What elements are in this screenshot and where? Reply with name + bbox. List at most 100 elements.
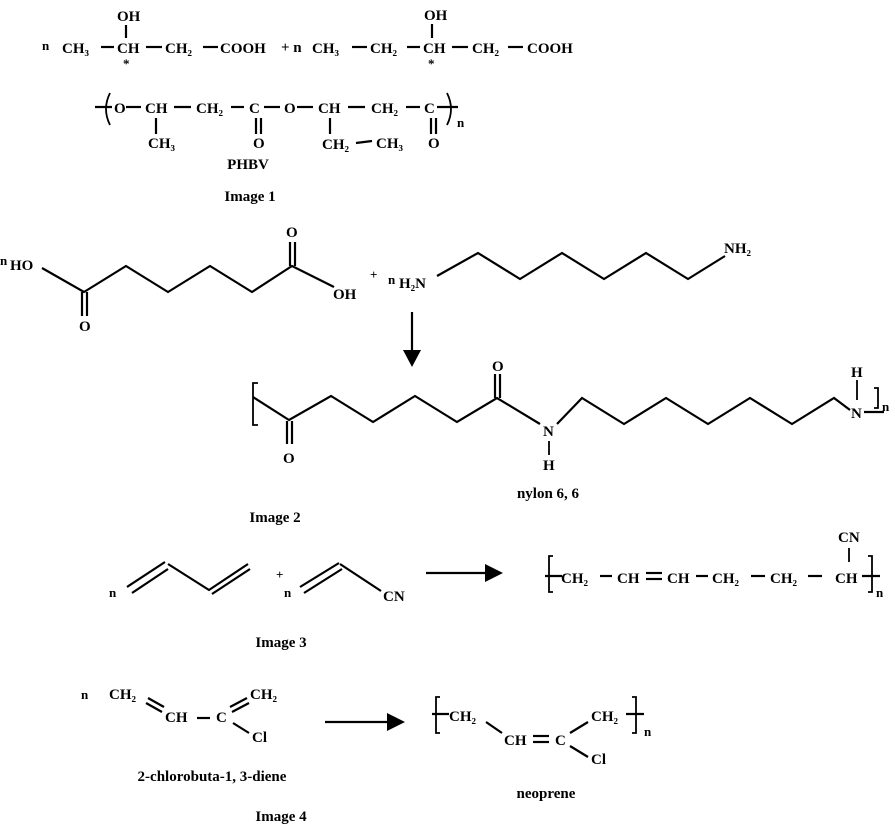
product-name-neoprene: neoprene <box>517 786 576 802</box>
atom-h2n: H₂N <box>399 276 426 292</box>
left-bracket <box>435 696 440 734</box>
image3-butadiene: n <box>109 561 251 600</box>
carbon-chain <box>436 251 726 281</box>
atom-c: C <box>249 101 260 117</box>
repeat-n: n <box>876 585 884 600</box>
image4-chloroprene: n CH₂ CH C CH₂ Cl <box>81 687 278 746</box>
atom-ch: CH <box>145 101 168 117</box>
plus-sign: + <box>276 567 283 582</box>
chiral-star: * <box>428 56 435 71</box>
atom-ch: CH <box>423 41 446 57</box>
atom-oh: OH <box>424 8 448 24</box>
atom-ch: CH <box>835 571 858 587</box>
coefficient-n: n <box>42 38 50 53</box>
arrow-head <box>403 350 421 367</box>
atom-ch3: CH₃ <box>148 136 176 152</box>
plus-sign: + <box>370 267 377 282</box>
carbon-chain <box>167 563 249 592</box>
bond <box>232 722 250 734</box>
double-bond <box>303 568 343 594</box>
atom-ch2: CH₂ <box>322 137 350 153</box>
reaction-arrow-right <box>325 713 405 731</box>
product-name-phbv: PHBV <box>227 157 269 173</box>
atom-cl: Cl <box>591 752 606 768</box>
atom-n: N <box>851 406 862 422</box>
coefficient-n: n <box>284 585 292 600</box>
left-bracket <box>548 555 553 593</box>
double-bond <box>231 702 250 713</box>
double-bond <box>211 568 251 595</box>
repeat-n: n <box>644 724 652 739</box>
coefficient-n: n <box>109 585 117 600</box>
caption-image-3: Image 3 <box>255 635 306 651</box>
atom-nh2: NH₂ <box>724 241 752 257</box>
coefficient-n: n <box>81 687 89 702</box>
arrow-head <box>387 713 405 731</box>
atom-c: C <box>555 733 566 749</box>
double-bond <box>126 561 166 588</box>
atom-ch2: CH₂ <box>370 41 398 57</box>
atom-cl: Cl <box>252 730 267 746</box>
bond <box>339 563 382 592</box>
carbon-chain <box>252 394 541 425</box>
atom-ch: CH <box>617 571 640 587</box>
atom-o: O <box>114 101 126 117</box>
atom-ch2: CH₂ <box>561 571 589 587</box>
repeat-n: n <box>457 115 465 130</box>
atom-ch2: CH₂ <box>165 41 193 57</box>
atom-o: O <box>253 136 265 152</box>
product-name-nylon: nylon 6, 6 <box>517 486 580 502</box>
double-bond <box>229 697 248 708</box>
atom-cn: CN <box>383 589 405 605</box>
atom-ch2: CH₂ <box>196 101 224 117</box>
caption-image-2: Image 2 <box>249 510 300 526</box>
atom-cn: CN <box>838 530 860 546</box>
coefficient-n: n <box>0 253 8 268</box>
carbon-chain <box>556 396 851 426</box>
image2-adipic-acid: n HO O O OH <box>0 225 357 335</box>
right-parenthesis <box>446 92 452 126</box>
atom-ch2: CH₂ <box>472 41 500 57</box>
reaction-arrow-right <box>426 564 503 582</box>
atom-ch3: CH₃ <box>376 136 404 152</box>
atom-ch: CH <box>165 710 188 726</box>
double-bond <box>131 568 169 594</box>
left-bracket <box>252 382 258 426</box>
atom-ch: CH <box>504 733 527 749</box>
caption-image-1: Image 1 <box>224 189 275 205</box>
repeat-n: n <box>882 399 890 414</box>
atom-o: O <box>286 225 298 241</box>
atom-ch2: CH₂ <box>449 709 477 725</box>
atom-ho: HO <box>10 258 33 274</box>
image1-reactant-hydroxypentanoic-acid: CH₃ CH₂ CH OH * CH₂ COOH <box>312 8 573 71</box>
atom-o: O <box>79 319 91 335</box>
atom-h: H <box>851 365 863 381</box>
image2-product-nylon66: O O N H N H n <box>252 359 890 474</box>
atom-o: O <box>284 101 296 117</box>
carbon-chain <box>41 264 335 294</box>
atom-oh: OH <box>117 9 141 25</box>
image1-product-phbv: O CH CH₃ CH₂ C O O CH CH₂ CH₃ CH₂ C O n <box>95 92 465 153</box>
atom-o: O <box>428 136 440 152</box>
image2-hexamethylenediamine: n H₂N NH₂ <box>388 241 752 292</box>
caption-image-4: Image 4 <box>255 809 307 825</box>
atom-ch2: CH₂ <box>371 101 399 117</box>
atom-ch: CH <box>667 571 690 587</box>
atom-ch3: CH₃ <box>62 41 90 57</box>
atom-ch2: CH₂ <box>109 687 137 703</box>
atom-ch2: CH₂ <box>591 709 619 725</box>
arrow-head <box>485 564 503 582</box>
atom-cooh: COOH <box>527 41 573 57</box>
right-bracket <box>632 696 637 734</box>
plus-n: + n <box>281 40 302 56</box>
atom-o: O <box>283 451 295 467</box>
left-parenthesis <box>105 92 111 126</box>
atom-ch2: CH₂ <box>712 571 740 587</box>
right-bracket <box>874 387 879 409</box>
reaction-arrow-down <box>403 312 421 367</box>
atom-c: C <box>424 101 435 117</box>
bond <box>355 139 373 145</box>
coefficient-n: n <box>388 272 396 287</box>
image3-acrylonitrile: n CN <box>284 562 405 605</box>
atom-h: H <box>543 458 555 474</box>
